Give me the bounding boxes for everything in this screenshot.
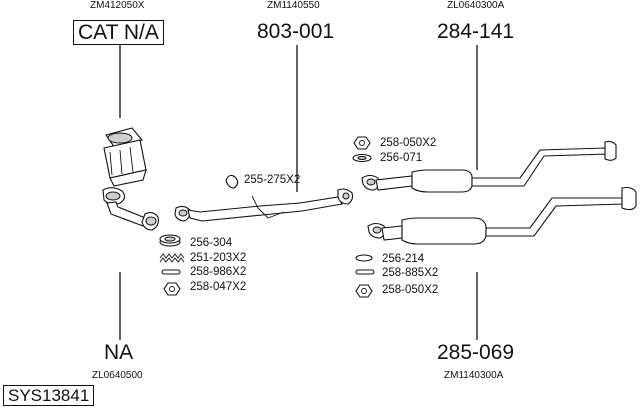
ref-bottom-right: ZM1140300A xyxy=(444,370,504,381)
part-cat-na: CAT N/A xyxy=(73,20,164,45)
acc-lower-right-2: 258-050X2 xyxy=(382,284,439,296)
acc-upper-right-1: 256-071 xyxy=(380,152,423,164)
upper-right-accessory-icons xyxy=(352,136,372,163)
ref-top-left: ZM412050X xyxy=(90,0,145,11)
part-na: NA xyxy=(104,341,134,364)
catalytic-converter xyxy=(103,127,147,187)
rubber-mount-icon xyxy=(225,174,239,189)
part-284-141: 284-141 xyxy=(437,20,515,43)
rear-silencer-pipe xyxy=(367,186,637,245)
system-id-label: SYS13841 xyxy=(3,385,95,406)
lower-right-accessory-icons xyxy=(355,254,375,298)
part-803-001: 803-001 xyxy=(257,20,335,43)
acc-upper-right-0: 258-050X2 xyxy=(380,137,437,149)
acc-left-3: 258-047X2 xyxy=(190,281,247,293)
front-pipe-left xyxy=(102,187,159,231)
acc-left-1: 251-203X2 xyxy=(190,252,247,264)
ref-top-right: ZL0640300A xyxy=(447,0,505,11)
ref-top-mid: ZM1140550 xyxy=(267,0,320,11)
acc-left-0: 256-304 xyxy=(190,237,233,249)
ref-bottom-left: ZL0640500 xyxy=(92,370,143,381)
part-285-069: 285-069 xyxy=(437,341,515,364)
acc-mid-0: 255-275X2 xyxy=(244,174,301,186)
acc-lower-right-1: 258-885X2 xyxy=(382,267,439,279)
acc-left-2: 258-986X2 xyxy=(190,266,247,278)
middle-pipe xyxy=(174,188,354,222)
left-accessory-icons xyxy=(159,234,185,296)
acc-lower-right-0: 256-214 xyxy=(382,253,425,265)
front-silencer-pipe xyxy=(361,140,617,193)
